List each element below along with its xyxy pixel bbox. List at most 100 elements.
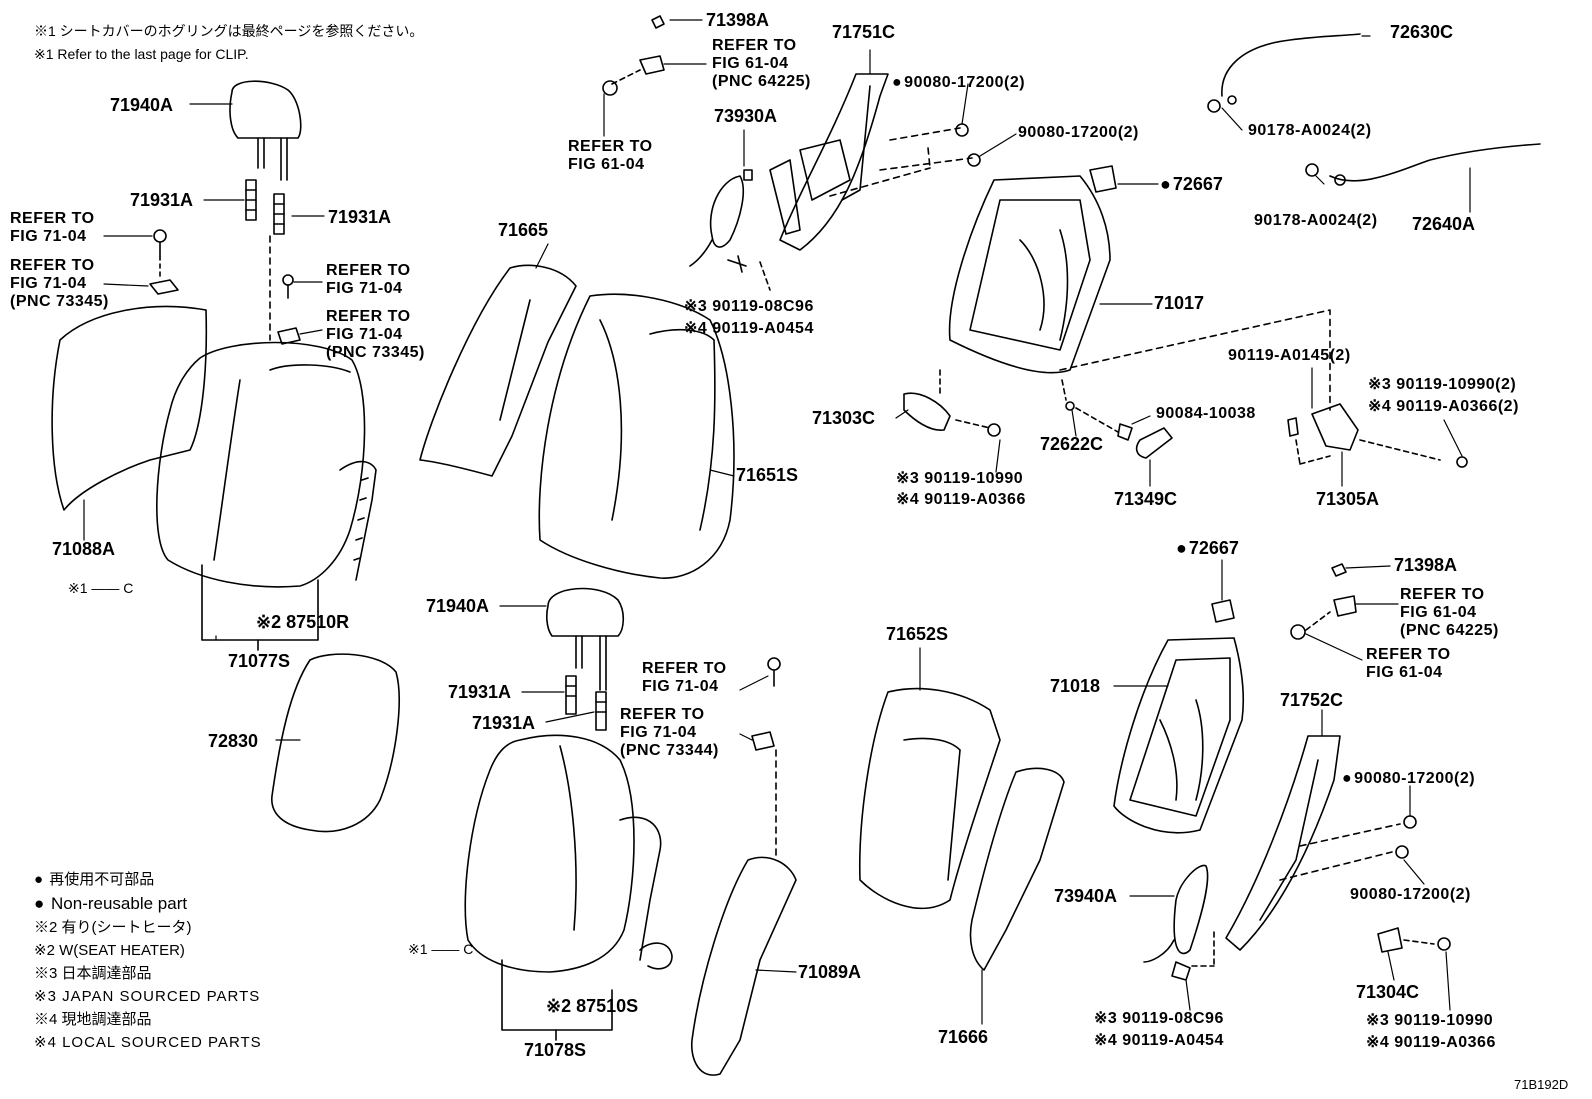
label-71349C: 71349C [1114, 489, 1178, 509]
plate-71349C-drawing [1135, 427, 1173, 459]
legend-item-non-reusable-jp: 再使用不可部品 [34, 868, 154, 891]
headrest-guides-71931A-drawing [245, 179, 285, 341]
legend-text: 再使用不可部品 [49, 871, 155, 888]
frame-71751C-drawing [769, 73, 981, 251]
label-refer-fig-71-04-pnc-73345-b: REFER TO FIG 71-04 (PNC 73345) [326, 308, 425, 361]
label-90080-17200-a-text: 90080-17200(2) [904, 74, 1026, 91]
label-71088A: 71088A [52, 539, 116, 559]
pad-71666-drawing [969, 767, 1065, 971]
cable-72640A-drawing [1305, 143, 1541, 186]
headrest-71940A-mid-drawing [546, 587, 625, 691]
label-90119-08C96-a: ※3 90119-08C96 [684, 298, 814, 315]
label-90080-17200-d: 90080-17200(2) [1350, 886, 1471, 903]
pad-71089A-drawing [691, 856, 797, 1076]
heater-87510R-drawing [339, 460, 377, 581]
hardware-lower-right-drawing [1290, 563, 1357, 640]
legend-item-seat-heater-en: ※2 W(SEAT HEATER) [34, 942, 185, 959]
label-refer-fig-61-04-pnc-64225-a: REFER TO FIG 61-04 (PNC 64225) [712, 37, 811, 90]
label-72622C: 72622C [1040, 434, 1104, 454]
label-73930A: 73930A [714, 106, 778, 126]
label-refer-fig-71-04-b: REFER TO FIG 71-04 [326, 262, 411, 297]
label-71931A-1: 71931A [130, 190, 194, 210]
label-refer-fig-71-04-c: REFER TO FIG 71-04 [642, 660, 727, 695]
label-71018: 71018 [1050, 676, 1101, 696]
label-72667-b: 72667 [1176, 538, 1239, 558]
label-71931A-4: 71931A [472, 713, 536, 733]
upper-center-hardware-drawing [602, 15, 771, 291]
label-71940A-mid: 71940A [426, 596, 490, 616]
headrest-71940A-top-drawing [229, 80, 302, 181]
non-reusable-dot-icon [34, 871, 45, 888]
bracket-lines-left [201, 564, 319, 651]
label-71089A: 71089A [798, 962, 862, 982]
label-90178-A0024-a: 90178-A0024(2) [1248, 122, 1372, 139]
label-73940A: 73940A [1054, 886, 1118, 906]
label-72630C: 72630C [1390, 22, 1454, 42]
label-90178-A0024-b: 90178-A0024(2) [1254, 212, 1378, 229]
label-71305A: 71305A [1316, 489, 1380, 509]
label-71652S: 71652S [886, 624, 949, 644]
label-71017: 71017 [1154, 293, 1205, 313]
label-90080-17200-a: 90080-17200(2) [892, 74, 1025, 92]
label-71931A-2: 71931A [328, 207, 392, 227]
label-90119-A0454-a: ※4 90119-A0454 [684, 320, 814, 337]
label-90119-A0366-c: ※4 90119-A0366 [1366, 1034, 1496, 1051]
left-clips-drawing [149, 229, 301, 345]
label-71303C: 71303C [812, 408, 876, 428]
label-71752C: 71752C [1280, 690, 1344, 710]
label-90080-17200-c: 90080-17200(2) [1342, 770, 1475, 788]
seat-back-cover-71077S-drawing [156, 341, 366, 588]
legend-text: Non-reusable part [51, 894, 188, 913]
non-reusable-dot-icon [892, 74, 904, 91]
headrest-guides-lower-drawing [565, 675, 607, 731]
frame-71018-drawing [1113, 637, 1245, 834]
bracket-71304C-drawing [1377, 927, 1451, 953]
label-72667-a-text: 72667 [1172, 174, 1223, 194]
label-90080-17200-b: 90080-17200(2) [1018, 124, 1139, 141]
frame-71017-drawing [939, 175, 1331, 411]
label-71666: 71666 [938, 1027, 989, 1047]
clip-72667-top-drawing [1089, 165, 1117, 193]
non-reusable-dot-icon [1160, 174, 1173, 194]
label-refer-fig-71-04-pnc-73345-a: REFER TO FIG 71-04 (PNC 73345) [10, 257, 109, 310]
note-clip-english: ※1 Refer to the last page for CLIP. [34, 46, 249, 62]
label-90119-A0454-b: ※4 90119-A0454 [1094, 1032, 1224, 1049]
pad-71652S-drawing [858, 687, 1001, 910]
legend-item-non-reusable-en: Non-reusable part [34, 892, 187, 915]
label-90119-A0145: 90119-A0145(2) [1228, 347, 1351, 364]
module-73940A-drawing [1143, 864, 1215, 981]
note-clip-japanese: ※1 シートカバーのホグリングは最終ページを参照ください。 [34, 23, 424, 39]
label-71665: 71665 [498, 220, 549, 240]
label-refer-fig-61-04-b: REFER TO FIG 61-04 [1366, 646, 1451, 681]
label-72830: 72830 [208, 731, 259, 751]
leader-lines [83, 19, 1471, 1025]
label-refer-fig-71-04-pnc-73344: REFER TO FIG 71-04 (PNC 73344) [620, 706, 719, 759]
label-72640A: 72640A [1412, 214, 1476, 234]
label-72667-a: 72667 [1160, 174, 1223, 194]
legend-item-japan-sourced-en: ※3 JAPAN SOURCED PARTS [34, 988, 261, 1005]
label-71751C: 71751C [832, 22, 896, 42]
label-71931A-3: 71931A [448, 682, 512, 702]
label-71078S: 71078S [524, 1040, 587, 1060]
legend-item-seat-heater-jp: ※2 有り(シートヒータ) [34, 919, 192, 936]
pad-71651S-drawing [538, 293, 735, 579]
label-90119-10990-b: ※3 90119-10990 [896, 470, 1024, 487]
label-71077S: 71077S [228, 651, 291, 671]
label-refer-fig-61-04-pnc-64225-b: REFER TO FIG 61-04 (PNC 64225) [1400, 586, 1499, 639]
label-90119-10990-c: ※3 90119-10990 [1366, 1012, 1494, 1029]
label-90084-10038: 90084-10038 [1156, 405, 1256, 422]
clip-72667-bottom-drawing [1211, 599, 1235, 623]
label-71398A-bot: 71398A [1394, 555, 1458, 575]
label-90080-17200-c-text: 90080-17200(2) [1354, 770, 1476, 787]
label-clip-c-2: ※1 —— C [408, 941, 474, 957]
clip-lower-center-drawing [751, 657, 781, 861]
non-reusable-dot-icon [1342, 770, 1354, 787]
label-clip-c-1: ※1 —— C [68, 580, 134, 596]
non-reusable-dot-icon [34, 894, 46, 913]
label-90119-10990-a: ※3 90119-10990(2) [1368, 376, 1517, 393]
frame-71752C-drawing [1225, 735, 1417, 951]
bracket-71303C-drawing [903, 392, 1001, 437]
non-reusable-dot-icon [1176, 538, 1189, 558]
side-pad-71088A-drawing [51, 305, 208, 511]
